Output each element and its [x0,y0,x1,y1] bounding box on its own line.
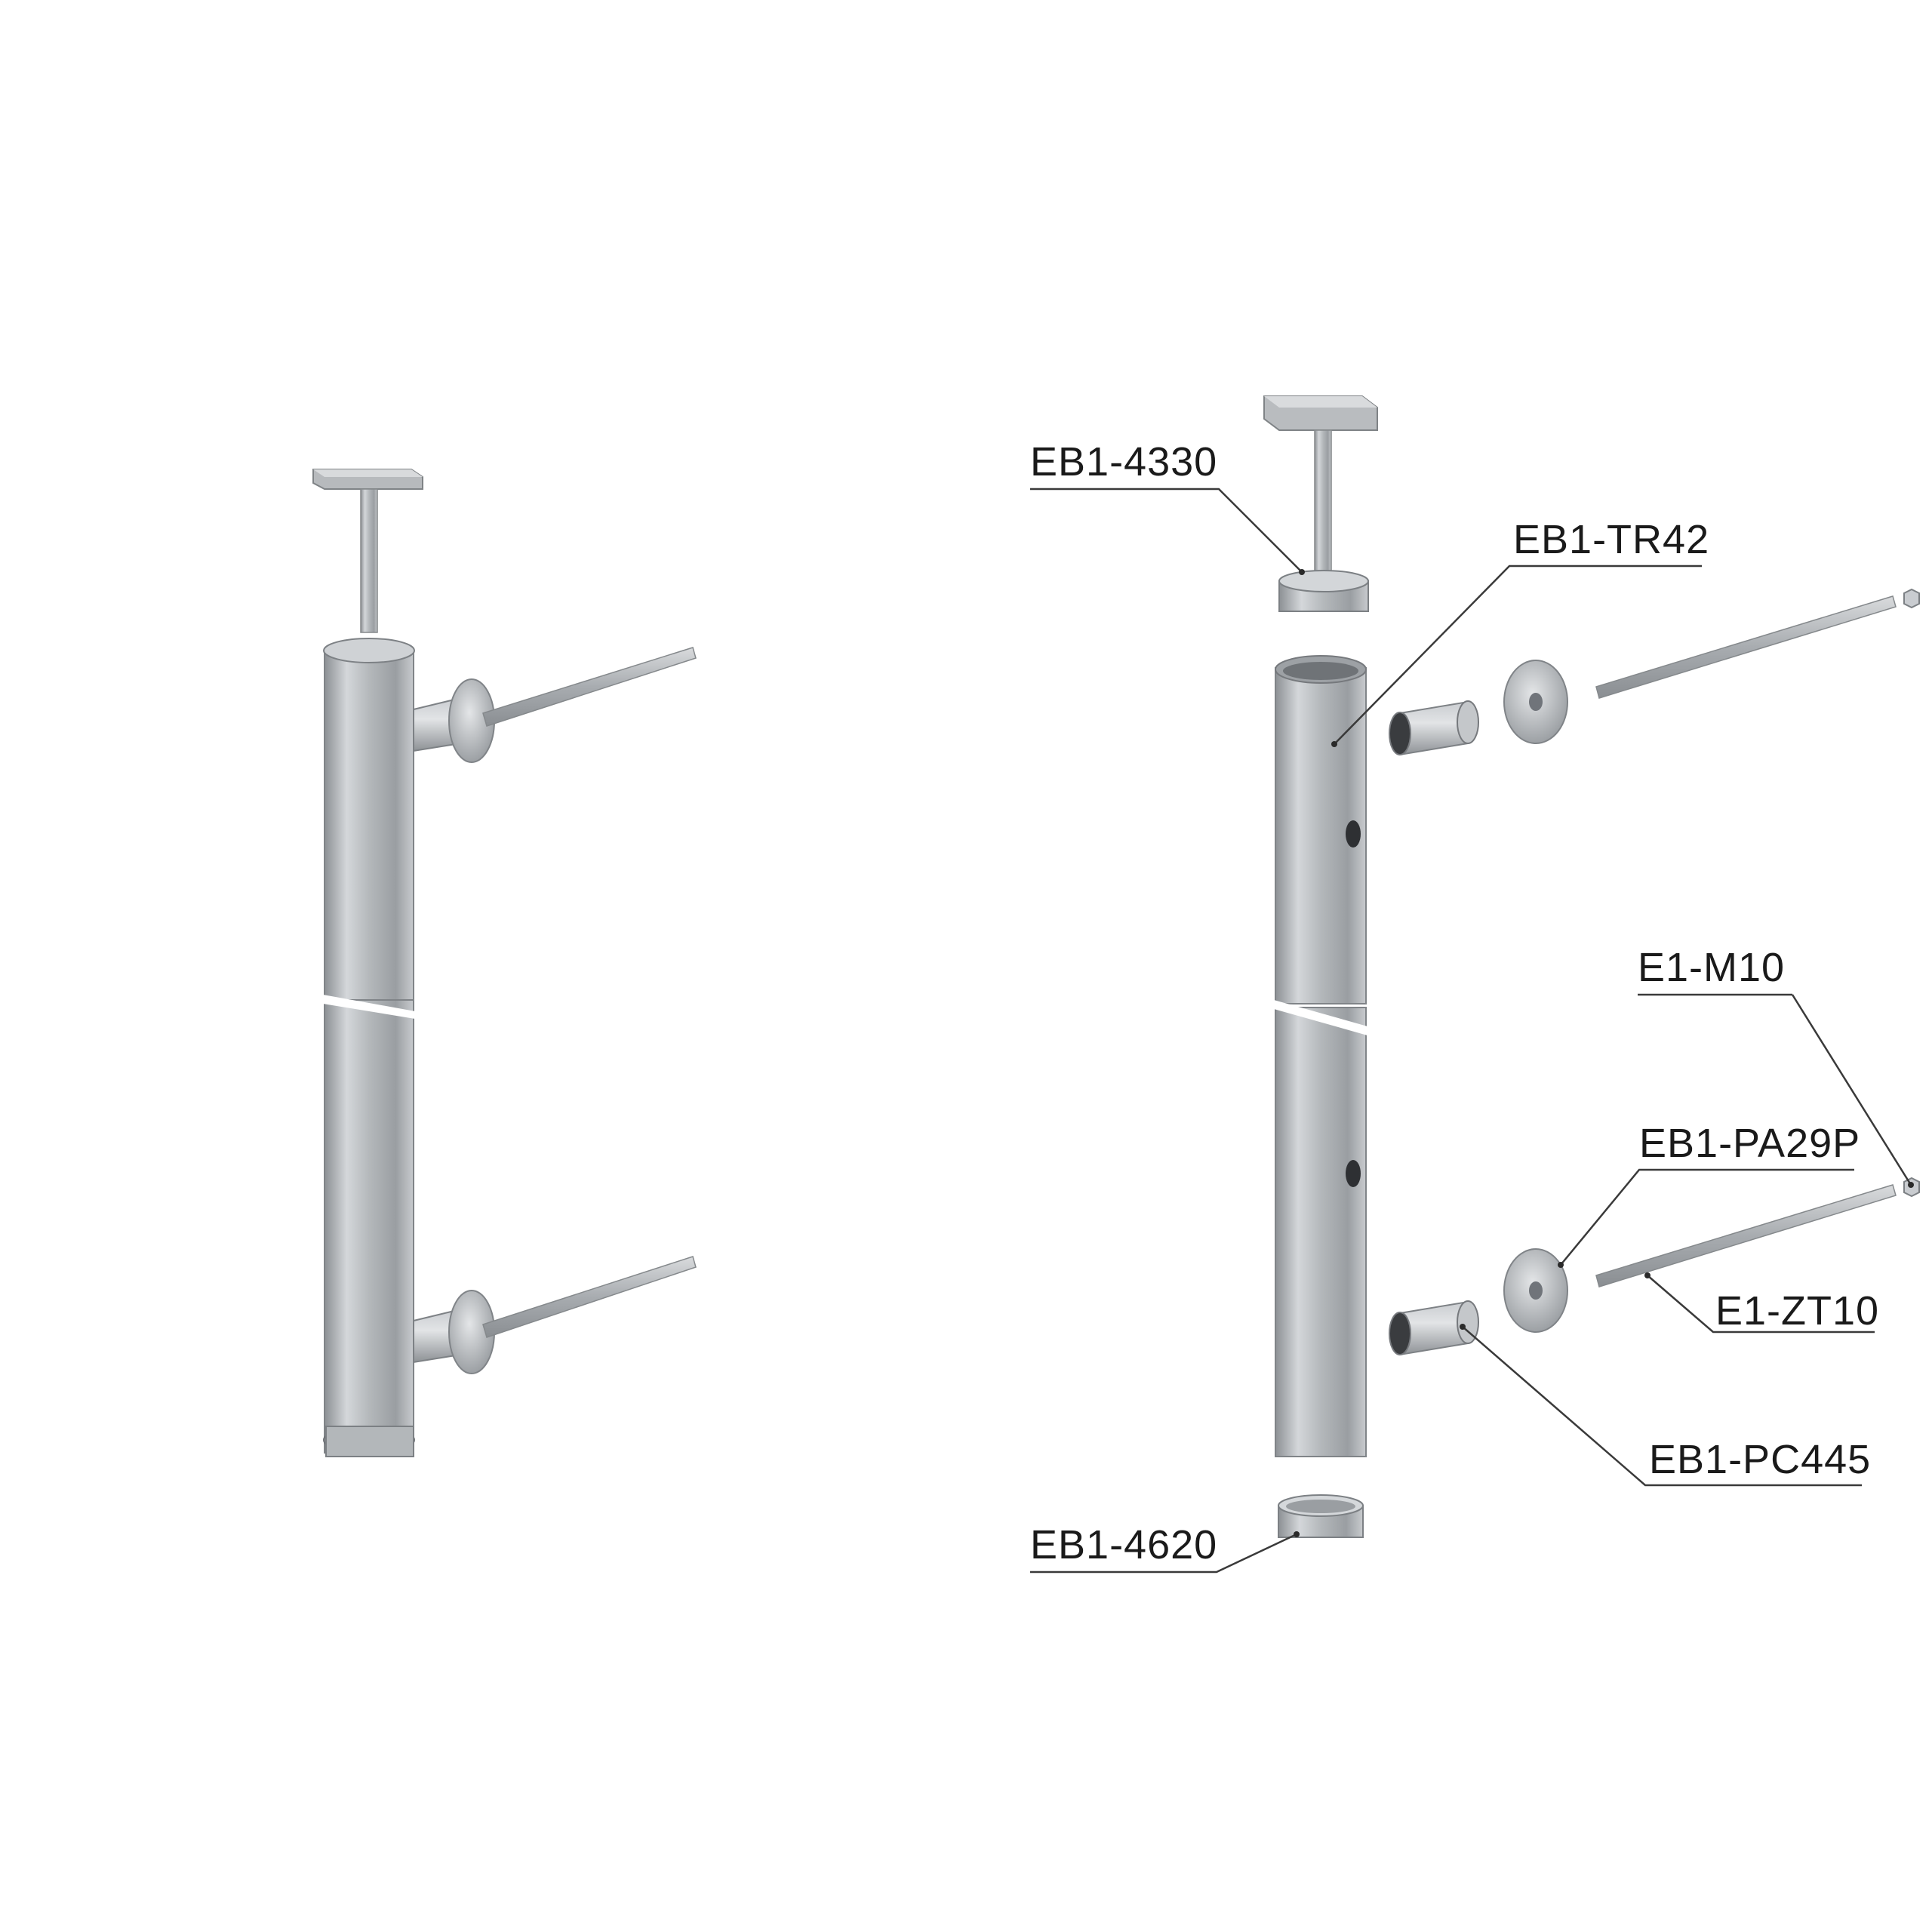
callout-tube: EB1-TR42 [1331,517,1709,747]
assembled-lower-fitting [413,1256,697,1374]
label-end-cap: EB1-4620 [1030,1522,1217,1567]
part-upper-rod [1595,595,1897,699]
part-upper-disc [1503,660,1568,744]
assembled-post [312,469,697,1457]
callout-end-cap: EB1-4620 [1030,1522,1300,1574]
callout-threaded-rod: E1-ZT10 [1644,1272,1879,1334]
label-threaded-rod: E1-ZT10 [1715,1288,1879,1334]
label-tube: EB1-TR42 [1513,517,1709,562]
part-tube-lower [1274,1000,1367,1457]
assembled-handrail-bracket [312,469,423,633]
part-lower-disc [1503,1248,1568,1333]
callout-handrail-bracket: EB1-4330 [1030,439,1305,575]
part-lower-spacer [1389,1300,1479,1356]
part-tube-upper [1275,655,1367,1030]
part-lower-rod [1595,1184,1897,1287]
part-upper-spacer [1389,700,1479,756]
callout-disc: EB1-PA29P [1558,1121,1860,1268]
label-nut: E1-M10 [1638,945,1785,990]
part-upper-nut [1903,588,1920,609]
assembled-post-lower [323,995,415,1457]
assembled-upper-fitting [413,647,697,763]
callout-nut: E1-M10 [1638,945,1914,1188]
part-handrail-bracket [1263,395,1378,612]
assembled-post-upper [323,638,415,1015]
label-spacer-tube: EB1-PC445 [1649,1437,1871,1482]
exploded-parts [1263,395,1920,1538]
part-end-cap [1278,1494,1364,1538]
label-disc: EB1-PA29P [1639,1121,1860,1166]
label-handrail-bracket: EB1-4330 [1030,439,1217,485]
callout-spacer-tube: EB1-PC445 [1460,1324,1871,1487]
